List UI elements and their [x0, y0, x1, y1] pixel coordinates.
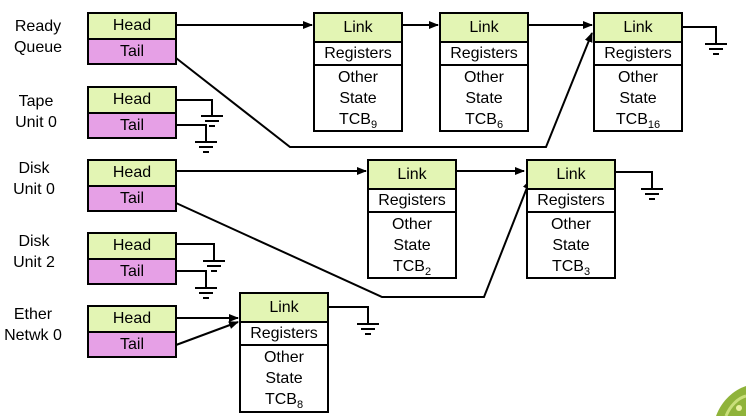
disk2-tail-wire: [176, 270, 207, 280]
ground-icon: [200, 107, 224, 127]
ground-icon: [356, 315, 380, 335]
ground-icon: [194, 279, 218, 299]
tcb-registers-field: Registers: [441, 43, 527, 66]
tcb-registers-field: Registers: [369, 190, 455, 213]
disk-unit-0-tail: Tail: [87, 185, 177, 212]
ether-tail-arrow: [175, 321, 239, 346]
ground-icon: [640, 180, 664, 200]
ground-icon: [704, 35, 728, 55]
tcb-link-field: Link: [441, 14, 527, 43]
leaf-decoration-icon: [716, 386, 746, 416]
ether-netwk-0-head: Head: [87, 305, 177, 333]
tape-head-wire: [176, 99, 213, 108]
tcb-link-field: Link: [595, 14, 681, 43]
tcb-registers-field: Registers: [528, 190, 614, 213]
tape-unit-0-head: Head: [87, 86, 177, 114]
tcb-link-field: Link: [315, 14, 401, 43]
tcb-link-field: Link: [528, 161, 614, 190]
disk0-tail-arrow: [175, 179, 531, 298]
ether-netwk-0-tail: Tail: [87, 331, 177, 358]
ready-tail-arrow: [175, 32, 593, 148]
tape-tail-wire: [176, 124, 207, 134]
tcb8-link-wire: [328, 306, 369, 316]
ready-queue-head: Head: [87, 12, 177, 40]
tcb-link-field: Link: [369, 161, 455, 190]
disk-unit-2-tail: Tail: [87, 258, 177, 285]
ground-icon: [202, 252, 226, 272]
ready-queue-tail: Tail: [87, 38, 177, 65]
tcb3-link-wire: [614, 171, 653, 181]
ground-icon: [194, 133, 218, 153]
tcb-registers-field: Registers: [315, 43, 401, 66]
tcb-registers-field: Registers: [241, 323, 327, 346]
disk2-head-wire: [176, 243, 215, 253]
tcb-registers-field: Registers: [595, 43, 681, 66]
tcb16-link-wire: [682, 26, 717, 36]
disk-unit-0-head: Head: [87, 159, 177, 187]
tcb-link-field: Link: [241, 294, 327, 323]
tape-unit-0-tail: Tail: [87, 112, 177, 139]
disk-unit-2-head: Head: [87, 232, 177, 260]
